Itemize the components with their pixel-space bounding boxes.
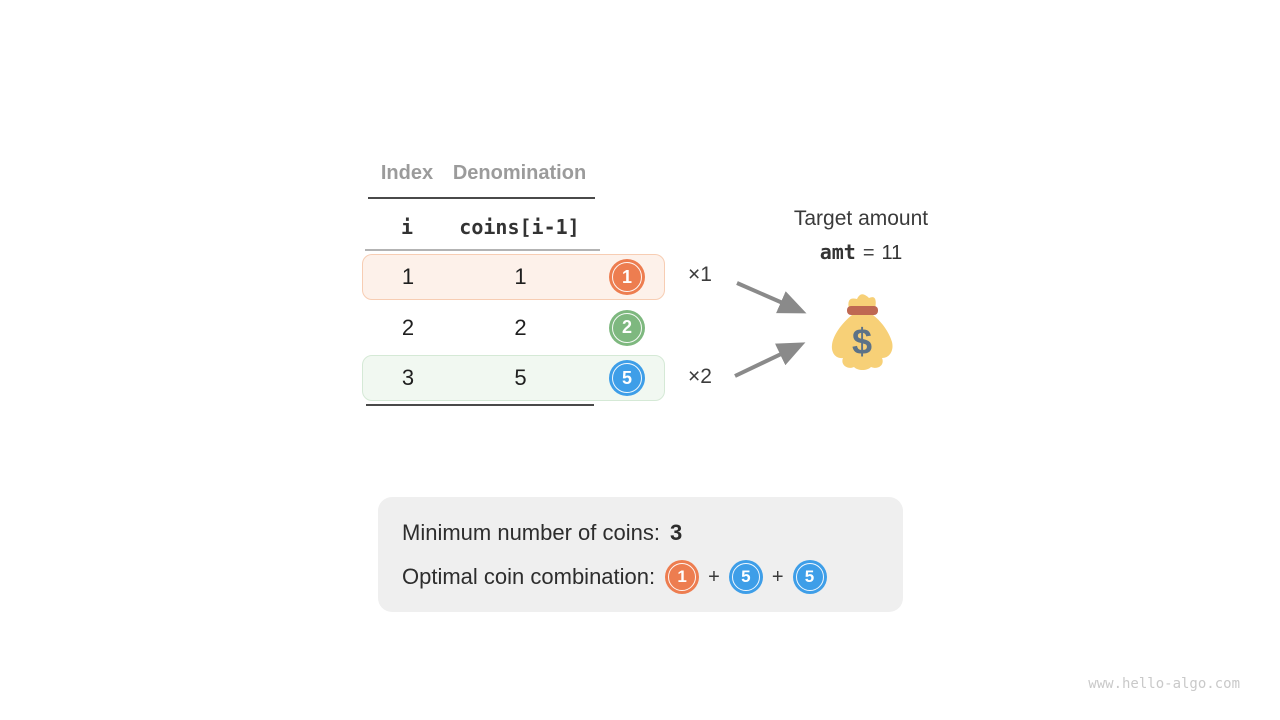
table-code-header: i coins[i-1]: [362, 212, 665, 242]
coin-value: 5: [804, 567, 815, 586]
watermark: www.hello-algo.com: [1088, 676, 1240, 692]
equals-sign: =: [862, 242, 875, 264]
cell-index: 3: [401, 365, 415, 390]
svg-text:$: $: [852, 321, 872, 362]
amt-variable: amt: [819, 240, 856, 264]
coin-value: 2: [621, 317, 632, 337]
min-coins-label: Minimum number of coins:: [402, 520, 660, 545]
coin-5-icon: 5: [609, 360, 645, 396]
code-header-coins: coins[i-1]: [459, 215, 580, 239]
optimal-combination-line: Optimal coin combination: 1 + 5 + 5: [402, 559, 903, 595]
coin-value: 1: [621, 266, 632, 287]
target-amount-block: Target amount amt = 11: [751, 207, 971, 265]
coin-value: 5: [621, 367, 632, 388]
code-header-i: i: [400, 215, 414, 239]
target-amount-label: Target amount: [793, 207, 929, 230]
arrow-bottom: [734, 342, 806, 378]
optimal-combination-label: Optimal coin combination:: [402, 564, 656, 589]
coin-value: 5: [741, 567, 751, 586]
header-divider-top: [368, 197, 595, 199]
cell-denomination: 2: [514, 314, 527, 340]
table-body: 1 1 1 2 2 2 3 5 5: [362, 254, 665, 401]
table-row: 2 2 2: [362, 305, 665, 351]
coin-1-icon: 1: [665, 560, 700, 594]
min-coins-line: Minimum number of coins: 3: [402, 518, 903, 548]
coin-value: 1: [677, 567, 687, 586]
header-denomination: Denomination: [452, 161, 587, 184]
plus-sign: +: [708, 565, 720, 588]
table-divider-bottom: [366, 404, 594, 406]
multiplier-row3: ×2: [688, 365, 712, 388]
target-amount-expression: amt = 11: [751, 240, 971, 265]
plus-sign: +: [771, 565, 784, 588]
header-divider-middle: [365, 249, 600, 251]
min-coins-value: 3: [669, 520, 683, 545]
coin-5-icon: 5: [792, 560, 827, 594]
cell-index: 2: [401, 314, 415, 340]
summary-panel: Minimum number of coins: 3 Optimal coin …: [378, 497, 903, 612]
arrow-top: [736, 281, 807, 314]
coin-1-icon: 1: [609, 259, 645, 295]
table-row: 1 1 1: [362, 254, 665, 300]
arrow-icon: [734, 281, 807, 378]
cell-denomination: 1: [514, 264, 527, 289]
coin-combination: 1 + 5 + 5: [665, 560, 827, 594]
target-amount-value: 11: [881, 242, 903, 264]
table-header: Index Denomination: [362, 160, 665, 186]
money-bag-icon: $: [831, 294, 893, 370]
multiplier-row1: ×1: [688, 263, 712, 286]
table-row: 3 5 5: [362, 355, 665, 401]
cell-denomination: 5: [514, 365, 527, 390]
header-index: Index: [380, 161, 434, 184]
coin-2-icon: 2: [609, 309, 645, 346]
cell-index: 1: [401, 264, 415, 289]
coin-5-icon: 5: [728, 560, 763, 594]
